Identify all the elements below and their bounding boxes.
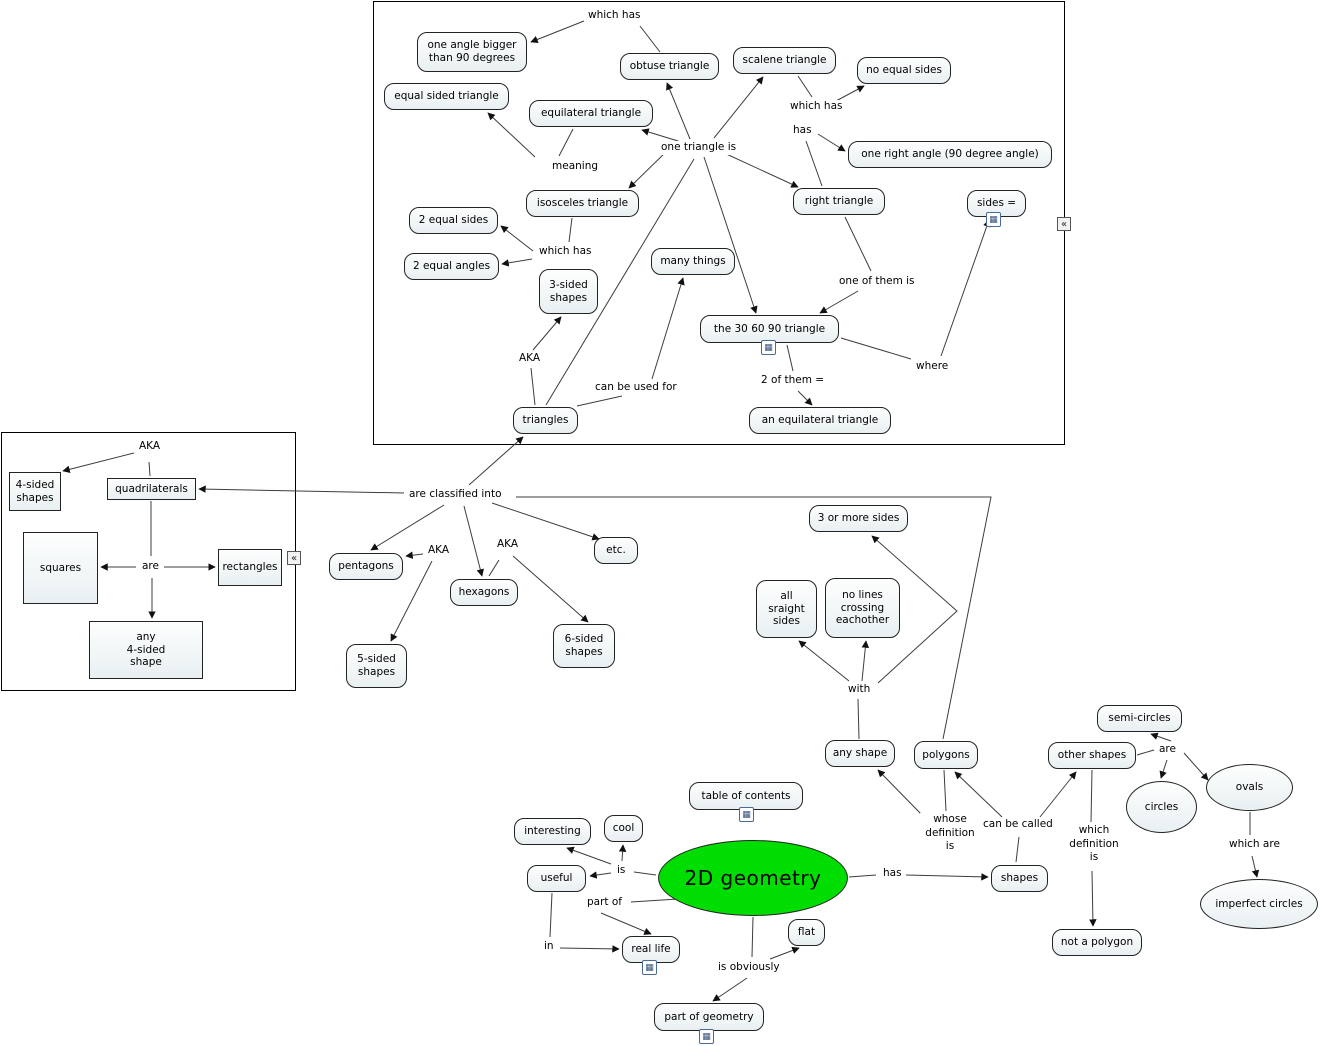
node-any-4-sided-shape[interactable]: any 4-sided shape [89, 621, 203, 679]
resource-icon-part-of-geometry[interactable]: ▦ [699, 1029, 714, 1044]
node-six-sided-shapes[interactable]: 6-sided shapes [553, 624, 615, 668]
node-cool[interactable]: cool [604, 815, 643, 842]
phrase-one-of-them-is[interactable]: one of them is [837, 275, 917, 289]
node-many-things[interactable]: many things [651, 248, 735, 275]
node-one-angle-bigger[interactable]: one angle bigger than 90 degrees [417, 32, 527, 72]
node-ovals[interactable]: ovals [1206, 764, 1293, 811]
node-hexagons[interactable]: hexagons [450, 579, 518, 606]
node-two-equal-angles[interactable]: 2 equal angles [404, 253, 499, 280]
phrase-can-be-called[interactable]: can be called [981, 818, 1055, 832]
node-rectangles[interactable]: rectangles [218, 549, 282, 586]
node-etc[interactable]: etc. [594, 537, 638, 564]
node-equilateral-triangle[interactable]: equilateral triangle [529, 100, 653, 127]
phrase-are-other-shapes[interactable]: are [1157, 743, 1178, 757]
resource-icon-real-life[interactable]: ▦ [642, 960, 657, 975]
node-one-right-angle[interactable]: one right angle (90 degree angle) [848, 141, 1052, 168]
phrase-aka-pentagons[interactable]: AKA [426, 544, 452, 558]
phrase-can-be-used-for[interactable]: can be used for [593, 381, 679, 395]
resource-icon-sides-equal[interactable]: ▦ [986, 212, 1001, 227]
phrase-two-of-them[interactable]: 2 of them = [759, 374, 827, 388]
phrase-which-definition-is[interactable]: which definition is [1064, 824, 1124, 865]
node-real-life[interactable]: real life [622, 936, 680, 963]
node-other-shapes[interactable]: other shapes [1048, 742, 1136, 769]
phrase-where[interactable]: where [914, 360, 951, 374]
node-useful[interactable]: useful [527, 865, 586, 892]
phrase-aka-triangles[interactable]: AKA [517, 352, 543, 366]
node-an-equilateral-triangle[interactable]: an equilateral triangle [749, 407, 891, 434]
node-2d-geometry[interactable]: 2D geometry [658, 840, 848, 916]
collapse-chevron-icon-quadrilaterals-box[interactable]: « [287, 551, 301, 565]
node-triangles[interactable]: triangles [513, 407, 578, 434]
phrase-has-geometry[interactable]: has [881, 867, 904, 881]
phrase-aka-quadrilaterals[interactable]: AKA [137, 440, 163, 454]
node-three-or-more-sides[interactable]: 3 or more sides [809, 505, 908, 532]
phrase-in[interactable]: in [542, 940, 556, 954]
node-not-a-polygon[interactable]: not a polygon [1052, 929, 1142, 956]
node-no-lines-crossing[interactable]: no lines crossing eachother [825, 578, 900, 638]
phrase-which-has-isosceles[interactable]: which has [537, 245, 594, 259]
node-circles[interactable]: circles [1126, 781, 1197, 833]
node-squares[interactable]: squares [23, 532, 98, 604]
node-shapes[interactable]: shapes [991, 865, 1048, 892]
node-interesting[interactable]: interesting [514, 818, 591, 845]
phrase-are-classified-into[interactable]: are classified into [407, 488, 504, 502]
node-scalene-triangle[interactable]: scalene triangle [733, 47, 836, 74]
phrase-with[interactable]: with [846, 683, 873, 697]
node-all-straight-sides[interactable]: all sraight sides [756, 580, 817, 638]
node-quadrilaterals[interactable]: quadrilaterals [107, 478, 196, 500]
node-obtuse-triangle[interactable]: obtuse triangle [620, 53, 719, 80]
node-table-of-contents[interactable]: table of contents [689, 782, 803, 810]
node-part-of-geometry[interactable]: part of geometry [654, 1003, 764, 1031]
collapse-chevron-icon-triangles-box[interactable]: « [1057, 217, 1071, 231]
node-any-shape[interactable]: any shape [825, 740, 895, 767]
resource-icon-table-of-contents[interactable]: ▦ [739, 807, 754, 822]
resource-icon-30-60-90[interactable]: ▦ [761, 340, 776, 355]
node-five-sided-shapes[interactable]: 5-sided shapes [346, 644, 407, 688]
phrase-which-has-obtuse[interactable]: which has [586, 9, 643, 23]
node-imperfect-circles[interactable]: imperfect circles [1200, 879, 1318, 929]
node-equal-sided-triangle[interactable]: equal sided triangle [384, 83, 509, 110]
node-semi-circles[interactable]: semi-circles [1097, 705, 1182, 732]
node-right-triangle[interactable]: right triangle [793, 188, 885, 215]
node-two-equal-sides[interactable]: 2 equal sides [409, 207, 498, 234]
node-no-equal-sides[interactable]: no equal sides [857, 57, 951, 84]
node-pentagons[interactable]: pentagons [329, 553, 403, 580]
node-isosceles-triangle[interactable]: isosceles triangle [526, 190, 639, 217]
phrase-one-triangle-is[interactable]: one triangle is [659, 141, 739, 155]
node-30-60-90-triangle[interactable]: the 30 60 90 triangle [700, 315, 839, 343]
phrase-are-quadrilaterals[interactable]: are [140, 560, 161, 574]
phrase-meaning[interactable]: meaning [550, 160, 601, 174]
phrase-has-right[interactable]: has [791, 124, 814, 138]
node-polygons[interactable]: polygons [914, 741, 978, 769]
phrase-part-of[interactable]: part of [585, 896, 624, 910]
phrase-whose-definition-is[interactable]: whose definition is [920, 813, 980, 854]
node-four-sided-shapes[interactable]: 4-sided shapes [9, 472, 61, 511]
node-three-sided-shapes[interactable]: 3-sided shapes [539, 269, 598, 314]
phrase-is[interactable]: is [615, 864, 628, 878]
phrase-which-are[interactable]: which are [1227, 838, 1282, 852]
node-flat[interactable]: flat [788, 919, 825, 946]
phrase-which-has-scalene[interactable]: which has [788, 100, 845, 114]
phrase-aka-hexagons[interactable]: AKA [495, 538, 521, 552]
phrase-is-obviously[interactable]: is obviously [716, 961, 782, 975]
